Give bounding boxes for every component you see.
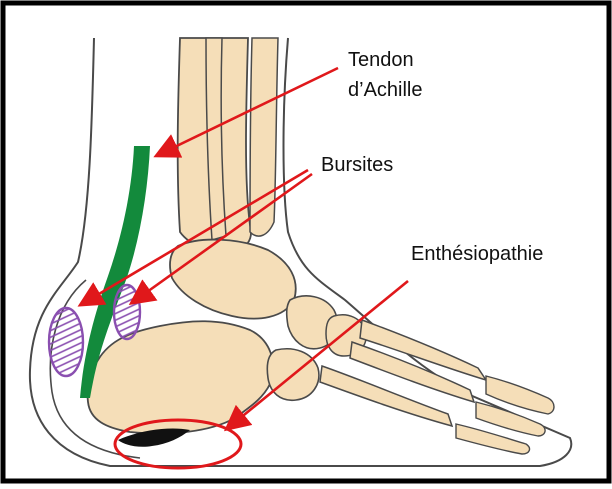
- label-tendon-line1: Tendon: [348, 49, 414, 71]
- bursa-superficial: [49, 308, 83, 376]
- label-enthesiopathie: Enthésiopathie: [411, 243, 543, 265]
- tibia-lower-bone: [250, 38, 278, 236]
- label-tendon-line2: d’Achille: [348, 79, 422, 101]
- label-bursites: Bursites: [321, 154, 393, 176]
- bursa-deep: [114, 285, 140, 339]
